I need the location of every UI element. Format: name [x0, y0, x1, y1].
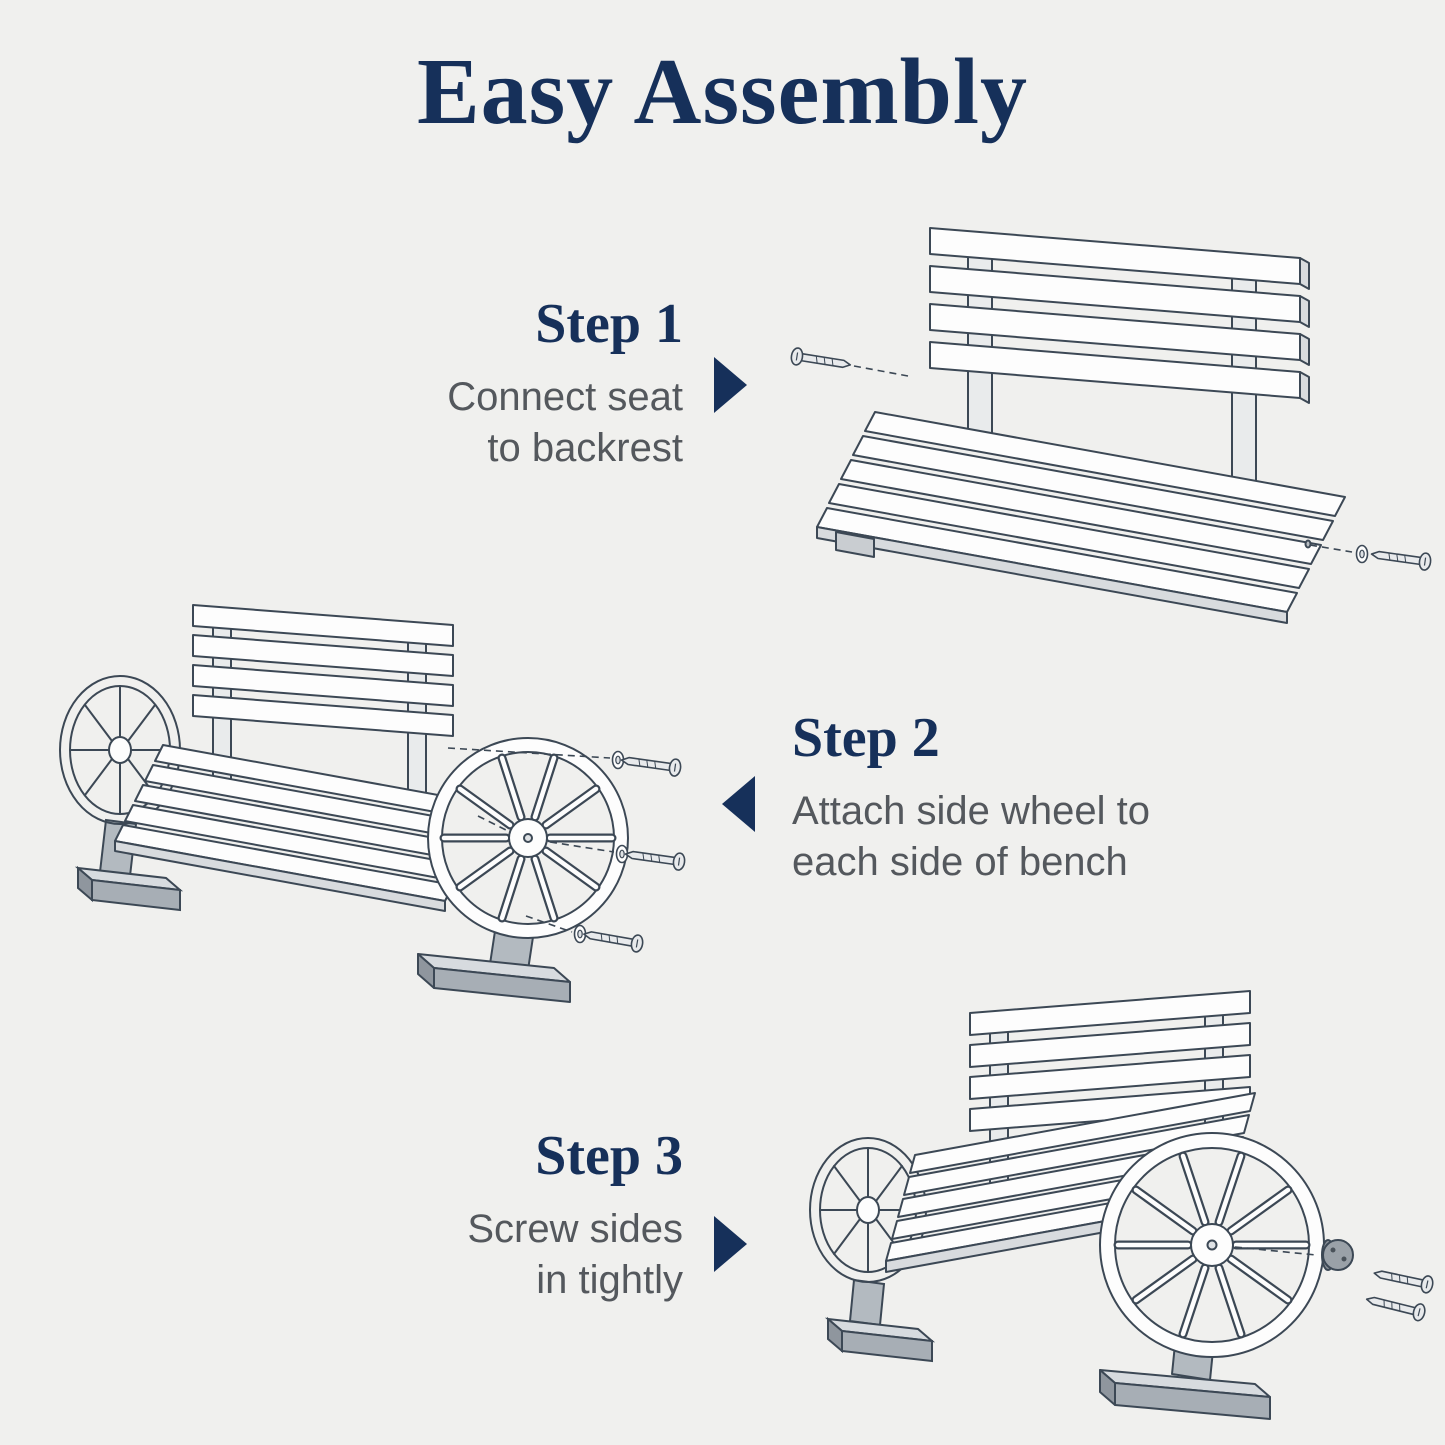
screw-icon [1371, 1264, 1436, 1295]
step-1-text-block: Step 1 Connect seat to backrest [447, 292, 683, 474]
screw-icon [623, 844, 687, 872]
left-wagon-wheel [809, 1137, 936, 1363]
step-3-description-line-2: in tightly [536, 1257, 683, 1302]
seat [816, 411, 1346, 624]
step-2-description-line-2: each side of bench [792, 839, 1128, 884]
step-2-illustration [48, 580, 728, 1020]
assembly-guides [1234, 1246, 1317, 1256]
screw-icon [619, 750, 683, 778]
step-3-description-line-1: Screw sides [467, 1207, 683, 1251]
screw-icon [581, 924, 645, 954]
step-1-description-line-2: to backrest [487, 425, 683, 470]
hub-cap [1321, 1239, 1354, 1271]
step-3-text-block: Step 3 Screw sides in tightly [467, 1124, 683, 1306]
step-1-description: Connect seat to backrest [447, 372, 683, 474]
seat-backrest-drawing [789, 227, 1433, 624]
complete-bench-drawing [809, 990, 1436, 1420]
right-wagon-wheel [1099, 1132, 1325, 1358]
step-3-arrow-right-icon [714, 1216, 747, 1272]
right-wagon-wheel [427, 737, 629, 939]
step-3-illustration [780, 965, 1440, 1425]
assembly-guides [447, 747, 615, 933]
backrest [929, 227, 1310, 483]
bench [114, 604, 494, 912]
screw-icon [1369, 544, 1433, 572]
washer-icon [1355, 544, 1369, 564]
step-3-heading: Step 3 [535, 1125, 683, 1187]
step-1-arrow-right-icon [714, 357, 747, 413]
bench-wheel-drawing [59, 604, 687, 1003]
screw-icon [1363, 1290, 1428, 1323]
step-3-description: Screw sides in tightly [467, 1204, 683, 1306]
step-2-description: Attach side wheel to each side of bench [792, 786, 1150, 888]
step-2-description-line-1: Attach side wheel to [792, 789, 1150, 833]
assembly-guides [853, 365, 1353, 553]
step-2-heading: Step 2 [792, 707, 940, 769]
screw-icon [789, 346, 853, 375]
step-1-illustration [780, 200, 1440, 630]
step-1-heading: Step 1 [535, 293, 683, 355]
step-1-description-line-1: Connect seat [447, 375, 683, 419]
left-wagon-wheel [59, 675, 184, 912]
step-2-text-block: Step 2 Attach side wheel to each side of… [792, 706, 1150, 888]
page-title: Easy Assembly [416, 40, 1029, 144]
